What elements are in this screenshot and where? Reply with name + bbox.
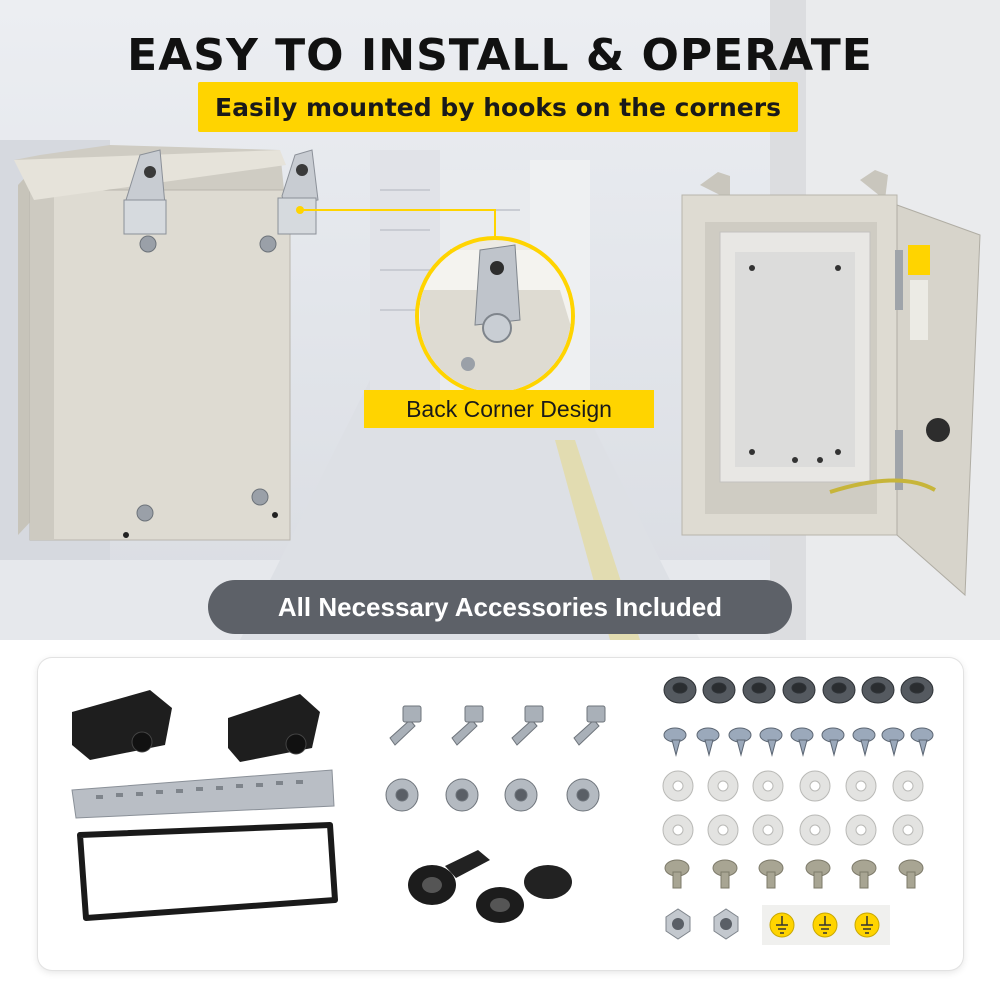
grommet [742, 676, 776, 704]
self-tapping-screw [910, 727, 934, 757]
corner-detail-magnifier [415, 236, 575, 396]
washer [707, 814, 739, 846]
grommet [663, 676, 697, 704]
mounting-hook [277, 149, 319, 235]
washer [799, 814, 831, 846]
washer [892, 814, 924, 846]
plastic-rivet [898, 859, 924, 889]
washer [799, 770, 831, 802]
headline: EASY TO INSTALL & OPERATE [127, 30, 873, 81]
lock-handle [72, 690, 172, 760]
self-tapping-screw [728, 727, 752, 757]
self-tapping-screw [759, 727, 783, 757]
waterproof-vent-cap [408, 850, 490, 905]
self-tapping-screw [852, 727, 876, 757]
grommet [900, 676, 934, 704]
self-tapping-screw [821, 727, 845, 757]
grommet [782, 676, 816, 704]
ground-label [769, 912, 795, 938]
ground-label [812, 912, 838, 938]
washer [662, 814, 694, 846]
flange-nut [504, 778, 538, 812]
subheadline-banner: Easily mounted by hooks on the corners [198, 82, 798, 132]
washer [752, 814, 784, 846]
self-tapping-screw [663, 727, 687, 757]
enclosure-open-view [681, 170, 981, 597]
flange-nut [566, 778, 600, 812]
plastic-rivet [758, 859, 784, 889]
plastic-rivet [664, 859, 690, 889]
rubber-gasket [77, 822, 338, 921]
plastic-rivet [712, 859, 738, 889]
washer [892, 770, 924, 802]
flange-nut [445, 778, 479, 812]
grommet [702, 676, 736, 704]
washer [707, 770, 739, 802]
washer [752, 770, 784, 802]
grommet [861, 676, 895, 704]
hex-bolt [511, 705, 544, 746]
self-tapping-screw [790, 727, 814, 757]
plastic-rivet [851, 859, 877, 889]
waterproof-vent-cap [476, 865, 572, 923]
din-rail [71, 769, 335, 819]
flange-nut [385, 778, 419, 812]
plastic-rivet [805, 859, 831, 889]
enclosure-back-view [14, 145, 291, 541]
hex-nut [665, 908, 691, 940]
grommet [822, 676, 856, 704]
washer [662, 770, 694, 802]
hex-nut [713, 908, 739, 940]
hex-bolt [389, 705, 422, 746]
mounting-hook [123, 149, 167, 235]
washer [845, 814, 877, 846]
back-corner-callout: Back Corner Design [364, 390, 654, 428]
lock-handle [228, 694, 320, 762]
hex-bolt [451, 705, 484, 746]
washer [845, 770, 877, 802]
self-tapping-screw [881, 727, 905, 757]
hex-bolt [573, 705, 606, 746]
self-tapping-screw [696, 727, 720, 757]
accessories-heading: All Necessary Accessories Included [208, 580, 792, 634]
ground-label [854, 912, 880, 938]
